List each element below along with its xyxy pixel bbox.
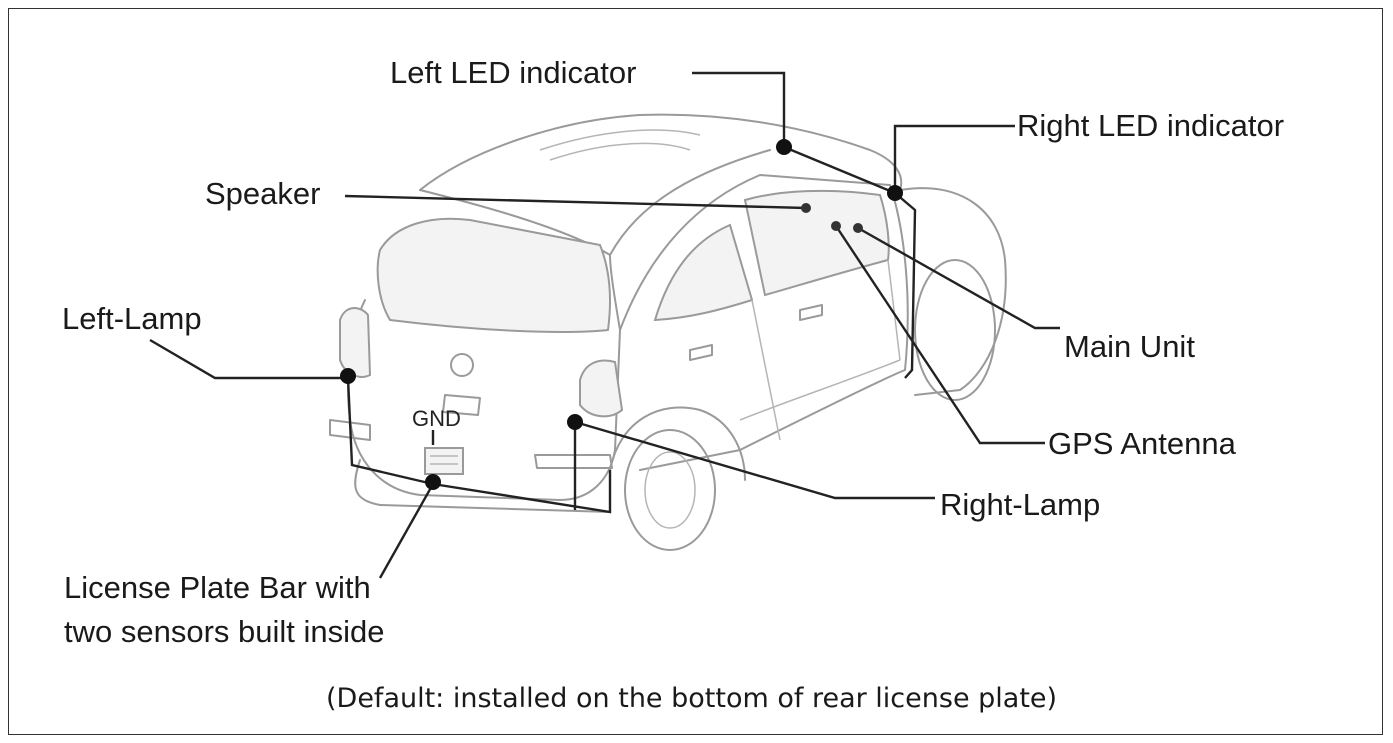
label-speaker: Speaker bbox=[205, 178, 320, 209]
label-left-led-indicator: Left LED indicator bbox=[390, 57, 636, 88]
label-main-unit: Main Unit bbox=[1064, 331, 1195, 362]
dot-right-led bbox=[887, 185, 903, 201]
label-gps-antenna: GPS Antenna bbox=[1048, 428, 1236, 459]
label-license-plate-bar: License Plate Bar with two sensors built… bbox=[64, 566, 385, 654]
leader-speaker bbox=[345, 196, 806, 208]
label-license-line-1: License Plate Bar with bbox=[64, 566, 385, 610]
leader-left-led bbox=[692, 73, 784, 147]
label-right-led-indicator: Right LED indicator bbox=[1017, 110, 1284, 141]
label-right-lamp: Right-Lamp bbox=[940, 489, 1100, 520]
label-gnd: GND bbox=[412, 408, 461, 430]
dot-left-lamp bbox=[340, 368, 356, 384]
dot-gps bbox=[831, 221, 841, 231]
label-left-lamp: Left-Lamp bbox=[62, 303, 202, 334]
dot-license-bar bbox=[425, 474, 441, 490]
dot-right-lamp bbox=[567, 414, 583, 430]
dot-speaker bbox=[801, 203, 811, 213]
dot-left-led bbox=[776, 139, 792, 155]
leader-right-lamp bbox=[575, 422, 935, 498]
leader-right-led bbox=[895, 126, 1015, 193]
leader-license-bar bbox=[380, 484, 433, 578]
diagram-caption: (Default: installed on the bottom of rea… bbox=[326, 683, 1057, 714]
label-license-line-2: two sensors built inside bbox=[64, 610, 385, 654]
dot-main-unit bbox=[853, 223, 863, 233]
leader-left-lamp bbox=[150, 340, 348, 378]
